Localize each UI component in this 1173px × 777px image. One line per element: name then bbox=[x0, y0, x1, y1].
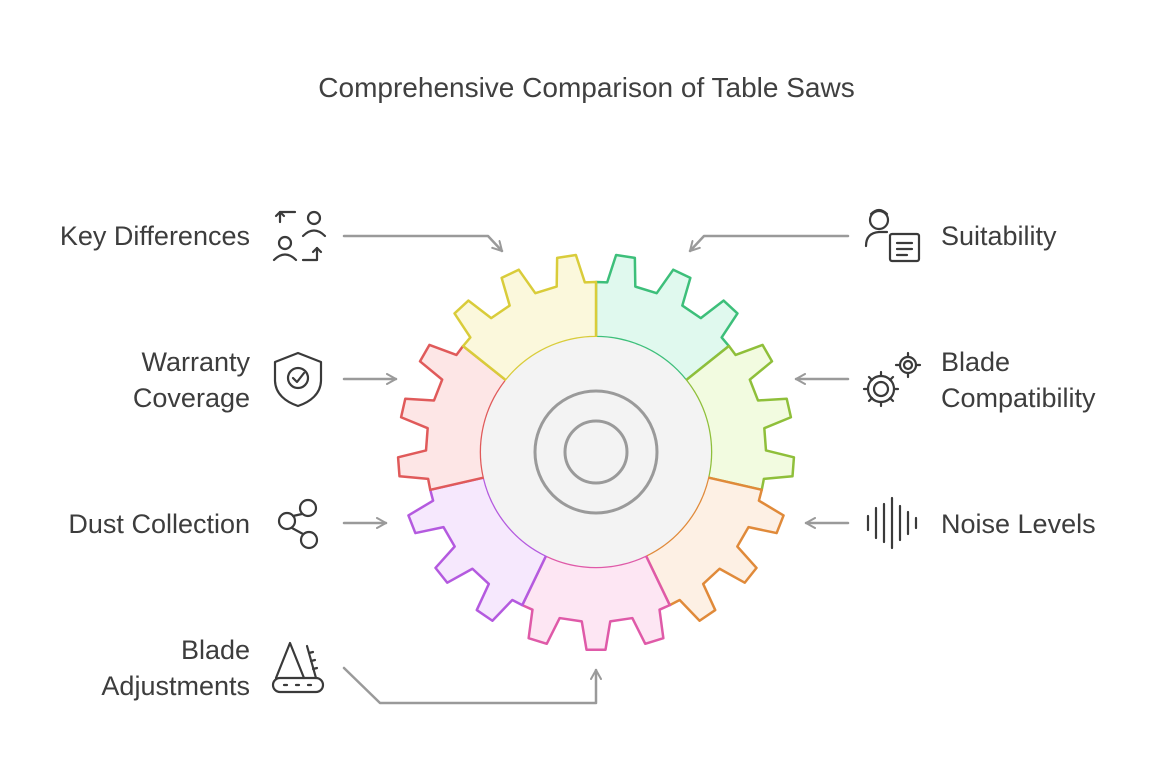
label-noise-levels: Noise Levels bbox=[941, 509, 1096, 539]
gear-segment-noise-levels bbox=[520, 554, 672, 652]
arrow-key-differences bbox=[342, 234, 504, 253]
arrow-suitability bbox=[688, 234, 850, 253]
label-dust-collection: Dust Collection bbox=[68, 509, 250, 539]
gears-icon bbox=[862, 351, 922, 408]
swap-users-icon bbox=[272, 210, 327, 262]
shield-check-icon bbox=[273, 351, 323, 408]
label-blade-adjustments: Blade Adjustments bbox=[101, 635, 250, 701]
gear-segments bbox=[396, 253, 796, 652]
label-key-differences: Key Differences bbox=[59, 221, 250, 251]
saw-ruler-icon bbox=[271, 641, 325, 694]
label-warranty-coverage: Warranty Coverage bbox=[132, 347, 250, 413]
diagram-title: Comprehensive Comparison of Table Saws bbox=[318, 72, 855, 103]
label-blade-compatibility: Blade Compatibility bbox=[941, 347, 1096, 413]
gear-hub-center bbox=[563, 419, 629, 485]
gear-hub-ring bbox=[533, 389, 659, 515]
arrow-blade-adjustments bbox=[342, 666, 602, 705]
gear-hub bbox=[481, 337, 711, 567]
connected-circles-icon bbox=[277, 498, 319, 550]
user-document-icon bbox=[864, 208, 921, 263]
sound-wave-icon bbox=[866, 496, 918, 550]
label-suitability: Suitability bbox=[941, 221, 1057, 251]
